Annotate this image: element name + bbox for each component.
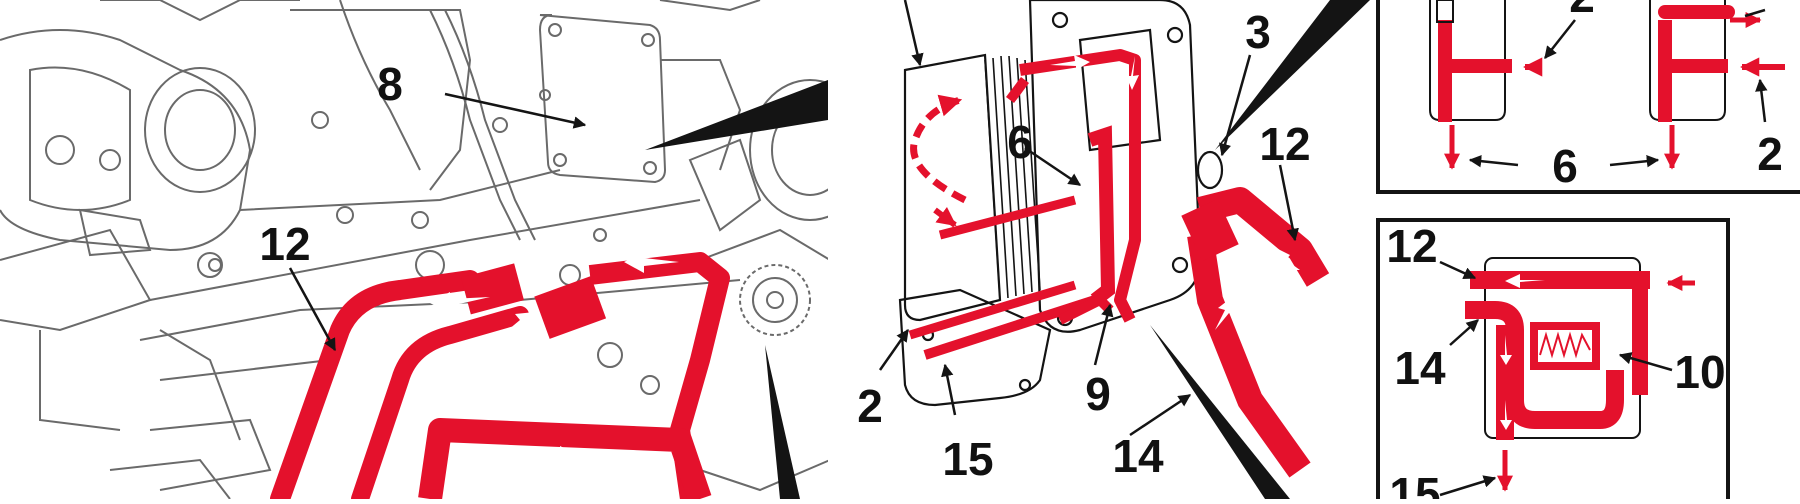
drain-plug-3 [1196,150,1224,190]
callout-14: 14 [1112,430,1164,482]
valve-callout-12: 12 [1386,220,1437,272]
oil-gallery-lower [418,418,712,503]
oil-line-12 [270,270,480,504]
callout-2: 2 [857,380,883,432]
callout-15: 15 [942,433,993,485]
callout-12-inset: 12 [1259,118,1310,170]
valve-callout-15: 15 [1389,468,1440,499]
engine-oil-lines [270,252,730,504]
tee-right [1658,5,1785,170]
callout-12: 12 [259,218,310,270]
cooler-core [903,53,1002,322]
tee-callout-6: 6 [1552,140,1578,192]
tee-callout-right-2: 2 [1757,128,1783,180]
hose-14 [1187,233,1311,478]
engine-block [39,0,741,500]
tee-callout-top-2: 2 [1569,0,1595,22]
oil-line-connector-2 [534,276,607,339]
callout-6: 6 [1007,116,1033,168]
engine-drawing [0,0,871,500]
starter-motor [0,29,256,332]
valve-callout-10: 10 [1674,346,1725,398]
callout-wedge-cooler [645,80,828,150]
inset-oil-cooler: 3 6 12 2 15 9 14 [828,0,1370,499]
inset-bypass-valve: 12 14 10 15 [1376,218,1730,504]
callout-wedge-gear [765,345,800,499]
cover-plate [538,0,761,184]
callout-9: 9 [1085,368,1111,420]
engine-leaders [288,92,587,352]
filter-housing [898,288,1052,407]
oil-line-connector [461,263,524,315]
oil-line-return [351,306,529,504]
tee-left [1436,0,1543,170]
engine-flow-arrows [430,252,690,466]
mounting-plate [1028,0,1202,333]
valve-callout-14: 14 [1394,342,1446,394]
inset-tee-fittings: 2 6 2 [1376,0,1800,194]
cooler-flow [908,49,1330,478]
callout-3: 3 [1245,6,1271,58]
callout-8: 8 [377,58,403,110]
